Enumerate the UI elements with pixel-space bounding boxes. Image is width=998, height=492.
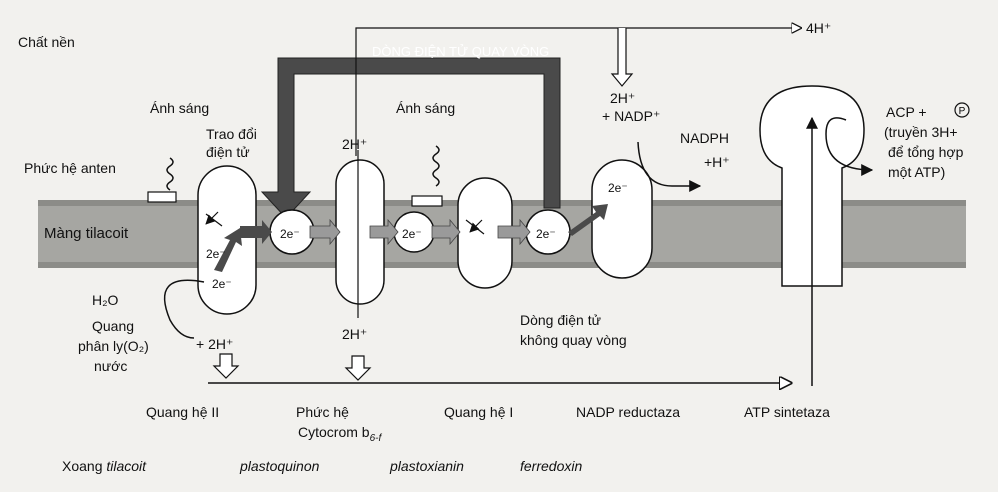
label-xoang: Xoang tilacoit — [62, 458, 146, 474]
nadp-reductase — [591, 159, 653, 279]
label-mang-tilacoit: Màng tilacoit — [44, 225, 129, 242]
water-splitting-arrow — [163, 279, 205, 339]
label-h2o: H₂O — [92, 292, 119, 308]
label-trao-doi: Trao đổi — [206, 126, 257, 142]
label-phan-ly: phân ly(O₂) — [78, 338, 149, 354]
label-4h: 4H⁺ — [806, 20, 832, 36]
label-chat-nen: Chất nền — [18, 34, 75, 50]
proton-hollow-arrow-psii — [212, 353, 240, 379]
label-phuc-he-anten: Phức hệ anten — [24, 160, 116, 176]
label-nadph-h: +H⁺ — [704, 154, 730, 170]
label-nadp-2h: 2H⁺ — [610, 90, 636, 106]
electron-arrow-3 — [369, 218, 399, 246]
label-cytocrom: Cytocrom b6-f — [298, 424, 381, 447]
phosphate-circle — [954, 102, 970, 118]
label-nuoc: nước — [94, 358, 128, 374]
label-quang-he-i: Quang hệ I — [444, 404, 514, 420]
label-dong-khong-2: không quay vòng — [520, 332, 627, 348]
label-e-pc: 2e⁻ — [402, 227, 422, 241]
label-anh-sang-1: Ánh sáng — [150, 100, 210, 116]
psii-small-arrows — [206, 211, 223, 226]
label-dong-quay-vong: DÒNG ĐIỆN TỬ QUAY VÒNG — [372, 44, 550, 59]
nadp-hollow-arrow — [610, 28, 634, 87]
label-2h-top: 2H⁺ — [342, 136, 368, 152]
label-quang: Quang — [92, 318, 135, 334]
cyclic-electron-flow-arrow — [260, 57, 561, 219]
label-e-fd: 2e⁻ — [536, 227, 556, 241]
electron-arrow-6 — [568, 204, 608, 236]
label-plastoxianin: plastoxianin — [390, 458, 464, 474]
label-atp-sintetaza: ATP sintetaza — [744, 404, 830, 420]
label-2h-bottom: 2H⁺ — [342, 326, 368, 342]
light-wave-icon-2 — [432, 145, 440, 187]
label-xoang-text: Xoang — [62, 458, 107, 474]
label-quang-he-ii: Quang hệ II — [146, 404, 220, 420]
label-e-red: 2e⁻ — [608, 181, 628, 195]
label-dien-tu: điện tử — [206, 144, 250, 160]
label-dong-khong-1: Dòng điện tử — [520, 312, 601, 328]
label-nadp-plus: + NADP⁺ — [602, 108, 661, 124]
label-e-psii-top: 2e⁻ — [206, 247, 226, 261]
label-nadph: NADPH — [680, 130, 730, 146]
antenna-complex — [147, 191, 177, 203]
antenna-complex-psi — [411, 195, 443, 207]
label-nadp-reductaza: NADP reductaza — [576, 404, 681, 420]
adp-to-atp-arrow — [825, 117, 874, 176]
light-wave-icon — [166, 157, 174, 191]
label-phuc-he: Phức hệ — [296, 404, 349, 420]
psii-excitation-arrow — [214, 228, 242, 272]
photosystem-ii — [197, 165, 257, 315]
electron-arrow-5 — [497, 218, 531, 246]
label-acp: ACP + — [886, 104, 927, 120]
label-plastoquinon: plastoquinon — [240, 458, 320, 474]
label-cytocrom-sub: 6-f — [369, 432, 382, 444]
phosphate-p: P — [959, 106, 966, 117]
electron-arrow-1 — [240, 220, 272, 244]
label-xoang-italic: tilacoit — [106, 458, 147, 474]
label-truyen-2: để tổng hợp — [888, 144, 964, 160]
label-cytocrom-text: Cytocrom b — [298, 424, 370, 440]
electron-arrow-2 — [309, 218, 341, 246]
electron-arrow-4 — [431, 218, 461, 246]
label-e-pq: 2e⁻ — [280, 227, 300, 241]
four-h-line — [355, 28, 800, 156]
label-e-psii-bot: 2e⁻ — [212, 277, 232, 291]
label-anh-sang-2: Ánh sáng — [396, 100, 456, 116]
psi-small-arrows — [466, 219, 485, 234]
nadph-curve-arrow — [637, 141, 702, 192]
proton-hollow-arrow-cyt — [344, 355, 372, 381]
label-ferredoxin: ferredoxin — [520, 458, 583, 474]
label-truyen-1: (truyền 3H+ — [884, 124, 958, 140]
label-plus-2h: + 2H⁺ — [196, 336, 234, 352]
label-truyen-3: một ATP) — [888, 164, 946, 180]
